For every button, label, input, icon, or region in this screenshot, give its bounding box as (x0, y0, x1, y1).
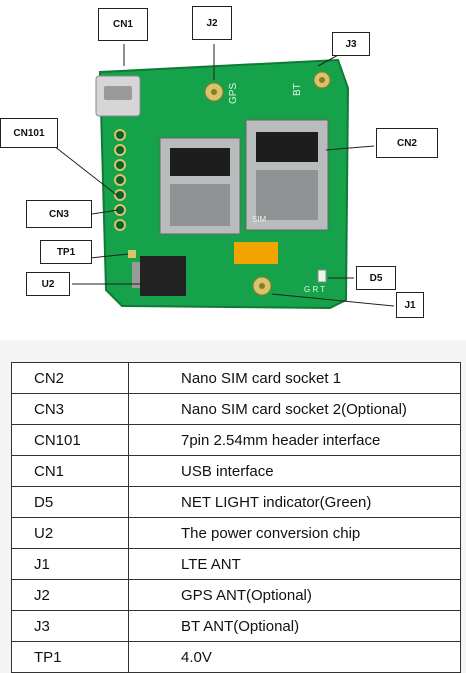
callout-cn3: CN3 (26, 200, 92, 228)
pcb-illustration: GPS BT SIM G R T (53, 44, 395, 310)
sim-socket-1-icon (245, 119, 329, 231)
tantalum-capacitor-icon (234, 242, 278, 264)
desc-cell: USB interface (128, 455, 461, 487)
callout-tp1: TP1 (40, 240, 92, 264)
desc-cell: LTE ANT (128, 548, 461, 580)
ref-cell: CN1 (11, 455, 129, 487)
callout-u2: U2 (26, 272, 70, 296)
ref-cell: J3 (11, 610, 129, 642)
bt-silkscreen: BT (292, 83, 303, 96)
callout-cn101: CN101 (0, 118, 58, 148)
desc-cell: Nano SIM card socket 2(Optional) (128, 393, 461, 425)
callout-j3: J3 (332, 32, 370, 56)
desc-cell: BT ANT(Optional) (128, 610, 461, 642)
desc-cell: The power conversion chip (128, 517, 461, 549)
callout-cn1: CN1 (98, 8, 148, 41)
ref-cell: CN2 (11, 362, 129, 394)
callout-cn2: CN2 (376, 128, 438, 158)
lte-antenna-connector-icon (252, 276, 272, 296)
board-diagram: GPS BT SIM G R T CN1 J2 J3 CN101 CN2 CN3… (0, 6, 438, 318)
desc-cell: 7pin 2.54mm header interface (128, 424, 461, 456)
callout-d5: D5 (356, 266, 396, 290)
power-chip-icon (140, 256, 186, 296)
gps-silkscreen: GPS (228, 83, 239, 104)
net-led-icon (317, 269, 327, 283)
ref-cell: J1 (11, 548, 129, 580)
ref-cell: CN3 (11, 393, 129, 425)
desc-cell: GPS ANT(Optional) (128, 579, 461, 611)
desc-cell: Nano SIM card socket 1 (128, 362, 461, 394)
sim-silkscreen: SIM (252, 215, 267, 224)
tp1-pad-icon (128, 250, 136, 258)
callout-j2: J2 (192, 6, 232, 40)
grt-silkscreen: G R T (304, 285, 325, 294)
header-pins-icon (114, 129, 126, 231)
ref-cell: D5 (11, 486, 129, 518)
gps-antenna-connector-icon (204, 82, 224, 102)
ref-cell: J2 (11, 579, 129, 611)
sim-socket-2-icon (159, 137, 241, 235)
desc-cell: NET LIGHT indicator(Green) (128, 486, 461, 518)
ref-cell: CN101 (11, 424, 129, 456)
ref-cell: TP1 (11, 641, 129, 673)
bt-antenna-connector-icon (313, 71, 331, 89)
leader-lines (53, 44, 395, 307)
ref-cell: U2 (11, 517, 129, 549)
desc-cell: 4.0V (128, 641, 461, 673)
callout-j1: J1 (396, 292, 424, 318)
